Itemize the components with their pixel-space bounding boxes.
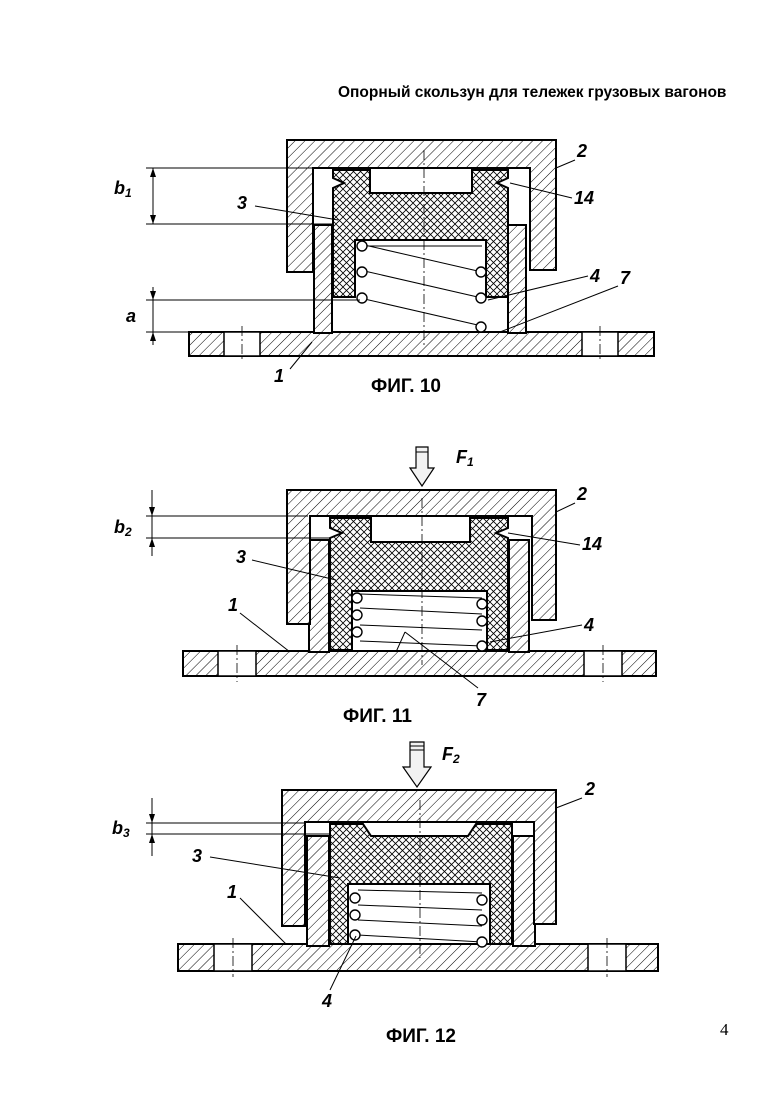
fig12-elastic-element: [329, 823, 513, 945]
svg-text:F2: F2: [442, 744, 460, 766]
fig12-dimension-b3: b3: [112, 798, 330, 856]
svg-text:14: 14: [574, 188, 594, 208]
fig11-cap: [286, 489, 557, 625]
fig10-elastic-element: [332, 169, 509, 298]
fig10-base-plate: [188, 326, 655, 362]
fig10-callouts: 2 14 3 4 7 1: [237, 141, 631, 386]
fig12-cap: [281, 789, 557, 927]
fig12-callouts: 2 3 1 4: [192, 779, 595, 1011]
svg-text:3: 3: [192, 846, 202, 866]
fig11-dimension-b2: b2: [114, 490, 330, 556]
fig11-force-arrow: F1: [408, 446, 474, 488]
svg-text:2: 2: [584, 779, 595, 799]
svg-text:2: 2: [576, 484, 587, 504]
figure-11-caption: ФИГ. 11: [343, 706, 412, 727]
svg-text:a: a: [126, 306, 136, 326]
fig11-spring: [351, 592, 488, 652]
page-number: 4: [720, 1020, 729, 1039]
fig12-force-arrow: F2: [401, 741, 460, 789]
svg-text:7: 7: [476, 690, 487, 710]
svg-text:4: 4: [589, 266, 600, 286]
fig10-spring: [356, 240, 487, 333]
svg-text:4: 4: [583, 615, 594, 635]
svg-text:3: 3: [236, 547, 246, 567]
fig12-spring: [349, 889, 488, 948]
svg-text:b1: b1: [114, 178, 132, 200]
figure-10-caption: ФИГ. 10: [371, 376, 441, 397]
svg-text:1: 1: [274, 366, 284, 386]
svg-text:3: 3: [237, 193, 247, 213]
svg-text:1: 1: [227, 882, 237, 902]
svg-text:4: 4: [321, 991, 332, 1011]
figure-12-caption: ФИГ. 12: [386, 1026, 456, 1047]
svg-text:7: 7: [620, 268, 631, 288]
fig11-base-plate: [182, 645, 657, 682]
fig12-base-plate: [177, 938, 659, 977]
fig10-cap: [286, 139, 557, 273]
svg-text:1: 1: [228, 595, 238, 615]
fig10-dimension-a: a: [126, 287, 360, 345]
svg-text:b2: b2: [114, 517, 132, 539]
page-header: Опорный скользун для тележек грузовых ва…: [338, 84, 727, 101]
fig10-dimension-b1: b1: [114, 167, 332, 225]
svg-text:b3: b3: [112, 818, 130, 840]
fig11-callouts: 2 14 3 1 4 7: [228, 484, 602, 710]
svg-text:F1: F1: [456, 447, 474, 469]
svg-text:2: 2: [576, 141, 587, 161]
svg-text:14: 14: [582, 534, 602, 554]
